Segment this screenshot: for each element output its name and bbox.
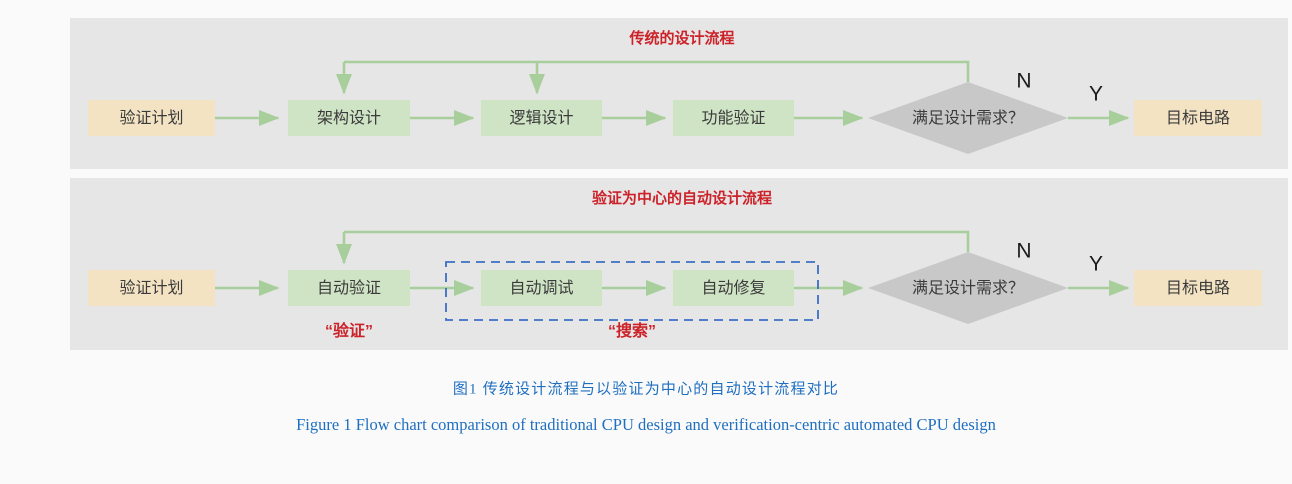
panel-traditional-title: 传统的设计流程 bbox=[628, 29, 734, 47]
node-traditional-target-label: 目标电路 bbox=[1166, 109, 1230, 127]
node-traditional-decision[interactable] bbox=[868, 82, 1068, 154]
node-traditional-architecture-label: 架构设计 bbox=[317, 109, 381, 127]
node-automated-target-label: 目标电路 bbox=[1166, 279, 1230, 297]
panel-automated-background bbox=[70, 178, 1288, 350]
node-traditional-architecture[interactable] bbox=[288, 100, 410, 136]
node-automated-auto-repair[interactable] bbox=[673, 270, 794, 306]
node-automated-auto-debug-label: 自动调试 bbox=[509, 279, 573, 297]
node-automated-auto-verify[interactable] bbox=[288, 270, 410, 306]
annotation-verification: “验证” bbox=[325, 321, 373, 340]
node-automated-auto-verify-label: 自动验证 bbox=[317, 279, 381, 297]
branch-label-automated-no: N bbox=[1016, 240, 1031, 263]
node-traditional-functional[interactable] bbox=[673, 100, 794, 136]
node-traditional-plan[interactable] bbox=[88, 100, 215, 136]
feedback-line-automated bbox=[344, 230, 970, 252]
annotation-search: “搜索” bbox=[608, 321, 656, 340]
node-traditional-functional-label: 功能验证 bbox=[701, 109, 765, 127]
node-automated-plan[interactable] bbox=[88, 270, 215, 306]
caption-english: Figure 1 Flow chart comparison of tradit… bbox=[296, 415, 996, 434]
node-automated-plan-label: 验证计划 bbox=[119, 279, 183, 297]
panel-traditional-background bbox=[70, 18, 1288, 169]
node-automated-target[interactable] bbox=[1134, 270, 1262, 306]
node-automated-auto-debug[interactable] bbox=[481, 270, 602, 306]
node-traditional-target[interactable] bbox=[1134, 100, 1262, 136]
node-traditional-logic-label: 逻辑设计 bbox=[509, 109, 573, 127]
caption-chinese: 图1 传统设计流程与以验证为中心的自动设计流程对比 bbox=[453, 380, 839, 397]
branch-label-automated-yes: Y bbox=[1089, 253, 1103, 276]
node-traditional-plan-label: 验证计划 bbox=[119, 109, 183, 127]
node-automated-decision-label: 满足设计需求？ bbox=[912, 279, 1024, 297]
feedback-line-traditional bbox=[344, 60, 970, 82]
branch-label-traditional-yes: Y bbox=[1089, 83, 1103, 106]
node-automated-decision[interactable] bbox=[868, 252, 1068, 324]
search-group-dashed-box bbox=[445, 261, 819, 321]
panel-automated-title: 验证为中心的自动设计流程 bbox=[592, 189, 772, 207]
node-automated-auto-repair-label: 自动修复 bbox=[701, 279, 765, 297]
node-traditional-decision-label: 满足设计需求？ bbox=[912, 109, 1024, 127]
branch-label-traditional-no: N bbox=[1016, 70, 1031, 93]
node-traditional-logic[interactable] bbox=[481, 100, 602, 136]
